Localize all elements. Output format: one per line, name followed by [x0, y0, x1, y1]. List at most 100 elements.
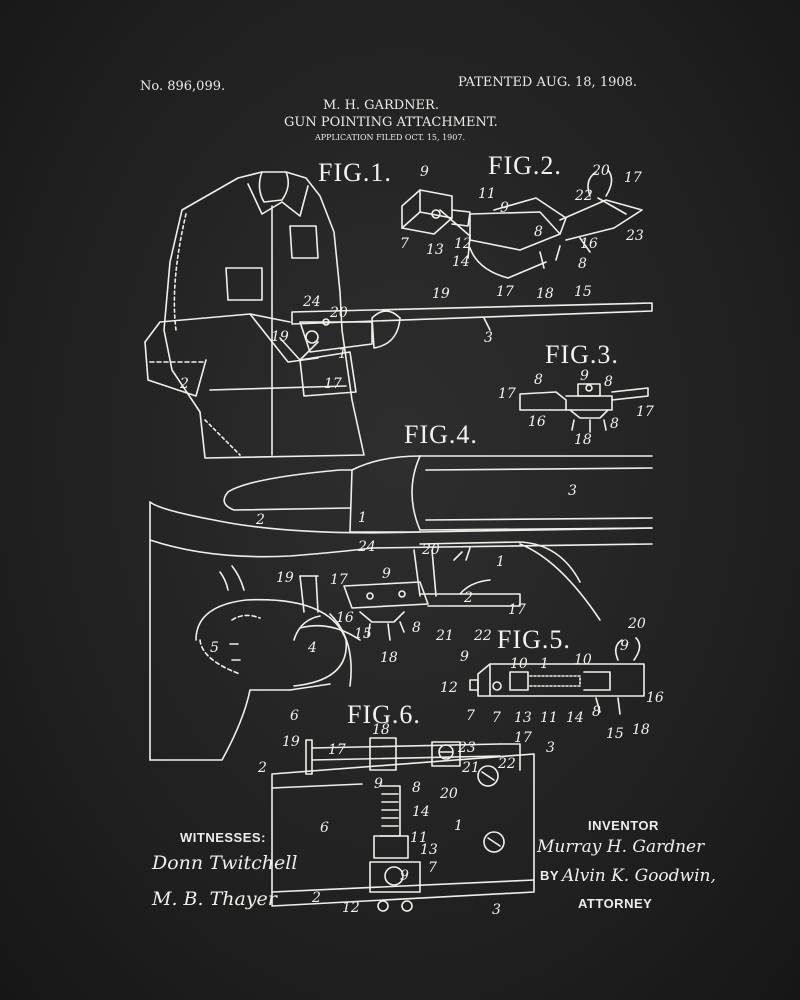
svg-text:12: 12	[342, 900, 360, 916]
svg-text:17: 17	[330, 572, 348, 588]
svg-text:8: 8	[534, 372, 543, 388]
svg-text:2: 2	[179, 376, 189, 392]
fig5-drawing: 9 10 1 10 9 20 12 16 7 7 13 11 14 8 15 1…	[440, 616, 664, 742]
svg-text:22: 22	[497, 756, 516, 772]
svg-text:15: 15	[354, 626, 372, 642]
svg-text:14: 14	[452, 254, 470, 270]
svg-text:16: 16	[336, 610, 354, 626]
inventor-heading: M. H. GARDNER.	[323, 98, 439, 113]
svg-text:17: 17	[324, 376, 342, 392]
svg-text:20: 20	[329, 305, 348, 321]
svg-text:17: 17	[498, 386, 516, 402]
svg-text:9: 9	[580, 368, 589, 384]
fig1-drawing: 2 3 24 20 19 1 17	[144, 171, 653, 459]
svg-text:1: 1	[496, 554, 505, 570]
svg-text:16: 16	[646, 690, 664, 706]
svg-text:18: 18	[380, 650, 398, 666]
svg-text:21: 21	[461, 760, 480, 776]
by-label: BY	[540, 868, 560, 883]
attorney-label: ATTORNEY	[578, 896, 653, 911]
svg-text:8: 8	[534, 224, 543, 240]
svg-text:8: 8	[578, 256, 587, 272]
witness-signature-2: M. B. Thayer	[152, 888, 277, 910]
svg-text:15: 15	[606, 726, 624, 742]
fig6-label: FIG.6.	[347, 700, 421, 729]
fig4-drawing: 2 1 3 24 20 1 19 17 9 2 17 16 15 8 21 22…	[149, 455, 653, 761]
svg-text:23: 23	[457, 740, 476, 756]
svg-text:9: 9	[460, 649, 469, 665]
svg-text:21: 21	[435, 628, 454, 644]
svg-text:17: 17	[636, 404, 654, 420]
svg-text:13: 13	[426, 242, 444, 258]
inventor-signature: Murray H. Gardner	[537, 837, 705, 857]
svg-text:19: 19	[276, 570, 294, 586]
svg-text:11: 11	[410, 830, 428, 846]
svg-text:17: 17	[328, 742, 346, 758]
svg-text:20: 20	[591, 163, 610, 179]
svg-text:3: 3	[546, 740, 555, 756]
svg-text:2: 2	[463, 590, 473, 606]
svg-text:12: 12	[440, 680, 458, 696]
svg-text:13: 13	[420, 842, 438, 858]
fig5-label: FIG.5.	[497, 625, 571, 654]
svg-text:7: 7	[492, 710, 501, 726]
svg-text:8: 8	[412, 620, 421, 636]
svg-text:20: 20	[439, 786, 458, 802]
svg-text:17: 17	[624, 170, 642, 186]
svg-text:16: 16	[528, 414, 546, 430]
svg-text:11: 11	[478, 186, 496, 202]
svg-text:8: 8	[604, 374, 613, 390]
svg-text:6: 6	[320, 820, 329, 836]
svg-text:7: 7	[400, 236, 409, 252]
svg-text:3: 3	[484, 330, 493, 346]
svg-text:18: 18	[574, 432, 592, 448]
svg-text:9: 9	[420, 164, 429, 180]
svg-text:2: 2	[257, 760, 267, 776]
fig2-label: FIG.2.	[488, 151, 562, 180]
svg-text:19: 19	[432, 286, 450, 302]
svg-text:1: 1	[338, 346, 347, 362]
application-filed: APPLICATION FILED OCT. 15, 1907.	[315, 133, 465, 142]
svg-text:10: 10	[574, 652, 592, 668]
svg-text:24: 24	[302, 294, 321, 310]
svg-text:12: 12	[454, 236, 472, 252]
fig3-label: FIG.3.	[545, 340, 619, 369]
svg-text:9: 9	[382, 566, 391, 582]
fig1-label: FIG.1.	[318, 158, 392, 187]
svg-text:17: 17	[508, 602, 526, 618]
svg-text:8: 8	[592, 704, 601, 720]
svg-text:1: 1	[540, 656, 549, 672]
fig3-drawing: 17 8 9 8 17 16 8 18	[498, 368, 654, 448]
patent-title: GUN POINTING ATTACHMENT.	[284, 115, 498, 130]
svg-text:9: 9	[500, 200, 509, 216]
svg-text:11: 11	[540, 710, 558, 726]
svg-text:2: 2	[255, 512, 265, 528]
witness-signature-1: Donn Twitchell	[152, 852, 298, 874]
svg-text:5: 5	[210, 640, 219, 656]
svg-text:1: 1	[358, 510, 367, 526]
inventor-label: INVENTOR	[588, 818, 659, 833]
svg-text:14: 14	[566, 710, 584, 726]
svg-text:9: 9	[374, 776, 383, 792]
svg-text:22: 22	[574, 188, 593, 204]
svg-text:13: 13	[514, 710, 532, 726]
patent-number: No. 896,099.	[140, 79, 226, 94]
fig6-drawing: 19 17 18 23 17 3 2 9 8 21 22 20 14 6 1 1…	[257, 722, 555, 918]
fig4-label: FIG.4.	[404, 420, 478, 449]
svg-text:1: 1	[454, 818, 463, 834]
svg-text:20: 20	[627, 616, 646, 632]
svg-text:9: 9	[400, 868, 409, 884]
svg-text:18: 18	[536, 286, 554, 302]
svg-text:6: 6	[290, 708, 299, 724]
patent-date: PATENTED AUG. 18, 1908.	[458, 75, 638, 90]
fig2-drawing: 9 11 9 8 20 17 22 23 16 8 7 13 12 14 19 …	[400, 163, 644, 302]
svg-text:4: 4	[307, 640, 317, 656]
svg-text:8: 8	[412, 780, 421, 796]
svg-text:15: 15	[574, 284, 592, 300]
svg-text:19: 19	[282, 734, 300, 750]
svg-text:18: 18	[372, 722, 390, 738]
svg-text:7: 7	[466, 708, 475, 724]
svg-text:22: 22	[473, 628, 492, 644]
svg-text:18: 18	[632, 722, 650, 738]
